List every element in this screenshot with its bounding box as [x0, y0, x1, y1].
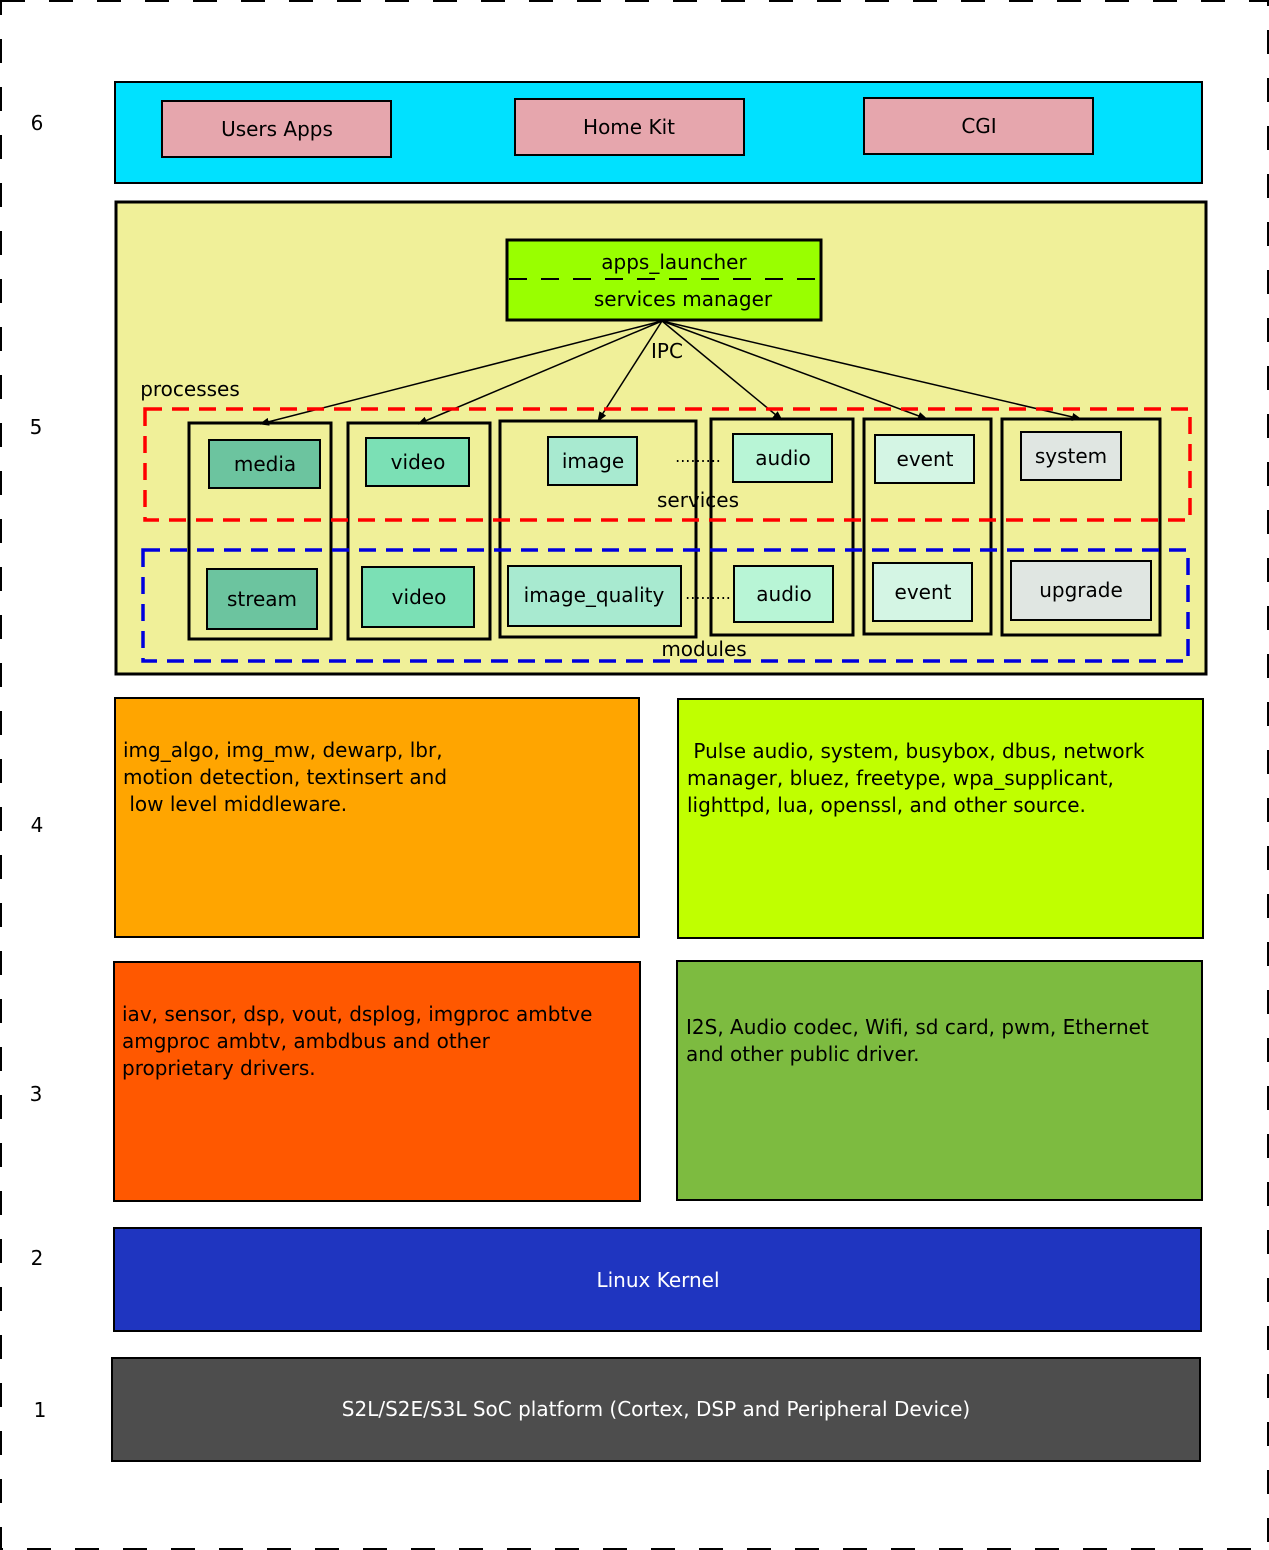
ipc-arrow-image	[597, 320, 663, 422]
module-audio-label: audio	[756, 582, 811, 606]
service-media-label: media	[234, 452, 296, 476]
module-upgrade-label: upgrade	[1039, 578, 1123, 602]
ipc-arrow-system	[661, 320, 1082, 421]
public-drivers-box	[676, 960, 1203, 1201]
layer-6-applications: Users Apps Home Kit CGI	[114, 81, 1203, 184]
module-stream-label: stream	[227, 587, 297, 611]
ipc-label: IPC	[651, 339, 683, 363]
layer-3-drivers: iav, sensor, dsp, vout, dsplog, imgproc …	[113, 960, 1203, 1202]
module-video-label: video	[392, 585, 447, 609]
service-image-label: image	[562, 449, 624, 473]
middleware-open-source-box	[677, 698, 1204, 939]
users-apps-box	[161, 100, 392, 158]
middleware-open-source-line-3: lighttpd, lua, openssl, and other source…	[687, 793, 1086, 817]
proprietary-drivers-line-2: amgproc ambtv, ambdbus and other	[122, 1029, 491, 1053]
module-video-box	[361, 566, 475, 628]
layer-1-hardware: S2L/S2E/S3L SoC platform (Cortex, DSP an…	[111, 1357, 1201, 1462]
process-column-media	[187, 421, 333, 641]
middleware-open-source-line-2: manager, bluez, freetype, wpa_supplicant…	[687, 766, 1114, 790]
layer-2-kernel: Linux Kernel	[113, 1227, 1202, 1332]
layer-number-5: 5	[30, 415, 43, 439]
services-group-border	[143, 407, 1192, 522]
layer-number-1: 1	[34, 1398, 47, 1422]
middleware-proprietary-line-1: img_algo, img_mw, dewarp, lbr,	[123, 738, 443, 762]
service-system-label: system	[1035, 444, 1107, 468]
linux-kernel-label: Linux Kernel	[596, 1268, 719, 1292]
services-label: services	[657, 488, 739, 512]
module-image-quality-box	[507, 565, 682, 627]
proprietary-drivers-text: iav, sensor, dsp, vout, dsplog, imgproc …	[122, 1002, 637, 1080]
middleware-proprietary-line-2: motion detection, textinsert and	[123, 765, 447, 789]
services-manager-label: services manager	[594, 287, 773, 311]
ipc-arrows	[259, 320, 1082, 426]
process-column-video	[346, 421, 492, 641]
module-stream-box	[206, 568, 318, 630]
ipc-arrow-audio	[661, 320, 783, 421]
layer-4-middleware: img_algo, img_mw, dewarp, lbr, motion de…	[114, 697, 1204, 939]
soc-platform-box	[111, 1357, 1201, 1462]
service-event-label: event	[897, 447, 954, 471]
proprietary-drivers-line-3: proprietary drivers.	[122, 1056, 316, 1080]
process-column-audio	[709, 417, 855, 637]
ipc-arrow-video	[417, 320, 663, 425]
service-image-box	[547, 436, 638, 486]
module-event-label: event	[895, 580, 952, 604]
module-event-box	[872, 562, 973, 622]
ipc-arrow-event	[661, 320, 928, 420]
service-video-label: video	[391, 450, 446, 474]
processes-label: processes	[140, 377, 240, 401]
middleware-proprietary-line-3: low level middleware.	[123, 792, 347, 816]
layer-number-4: 4	[31, 813, 44, 837]
module-image-quality-label: image_quality	[524, 583, 665, 607]
layer-5-framework: apps_launcher services manager IPC proce…	[114, 200, 1208, 676]
users-apps-label: Users Apps	[221, 117, 333, 141]
apps-launcher-label: apps_launcher	[601, 250, 747, 274]
middleware-proprietary-box	[114, 697, 640, 938]
middleware-open-source-text: Pulse audio, system, busybox, dbus, netw…	[687, 739, 1189, 817]
cgi-label: CGI	[961, 114, 996, 138]
soc-platform-label: S2L/S2E/S3L SoC platform (Cortex, DSP an…	[342, 1397, 970, 1421]
service-audio-box	[732, 433, 833, 483]
home-kit-box	[514, 98, 745, 156]
service-system-box	[1020, 431, 1122, 481]
process-column-image	[498, 419, 698, 639]
layer-number-6: 6	[31, 111, 44, 135]
module-audio-box	[733, 565, 834, 623]
modules-ellipsis: .........	[685, 584, 731, 603]
proprietary-drivers-box	[113, 961, 641, 1202]
service-media-box	[208, 439, 321, 489]
linux-kernel-box	[113, 1227, 1202, 1332]
service-event-box	[874, 434, 975, 484]
ipc-arrow-media	[259, 320, 663, 426]
modules-label: modules	[661, 637, 746, 661]
process-column-system	[1000, 417, 1162, 637]
module-upgrade-box	[1010, 560, 1152, 621]
process-column-event	[862, 417, 993, 636]
service-video-box	[365, 437, 470, 487]
services-ellipsis: .........	[675, 447, 721, 466]
layer-number-2: 2	[31, 1246, 44, 1270]
layer-number-3: 3	[30, 1082, 43, 1106]
public-drivers-line-2: and other public driver.	[686, 1042, 920, 1066]
cgi-box	[863, 97, 1094, 155]
service-audio-label: audio	[755, 446, 810, 470]
public-drivers-text: I2S, Audio codec, Wifi, sd card, pwm, Et…	[686, 1015, 1193, 1066]
public-drivers-line-1: I2S, Audio codec, Wifi, sd card, pwm, Et…	[686, 1015, 1149, 1039]
home-kit-label: Home Kit	[583, 115, 675, 139]
middleware-open-source-line-1: Pulse audio, system, busybox, dbus, netw…	[687, 739, 1145, 763]
modules-group-border	[141, 548, 1190, 663]
proprietary-drivers-line-1: iav, sensor, dsp, vout, dsplog, imgproc …	[122, 1002, 592, 1026]
middleware-proprietary-text: img_algo, img_mw, dewarp, lbr, motion de…	[123, 738, 492, 816]
